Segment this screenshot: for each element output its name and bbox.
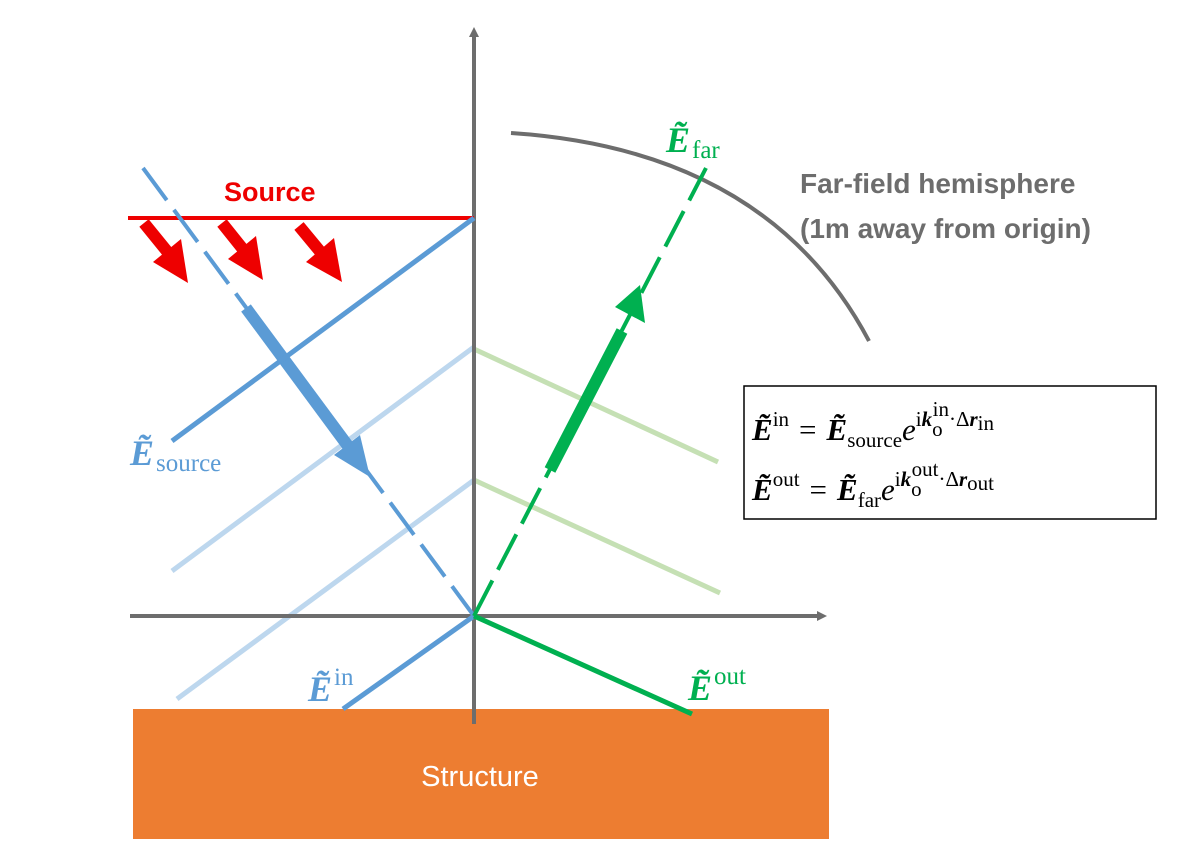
source-label: Source: [224, 177, 316, 207]
e-source-symbol: Ẽsource: [129, 433, 221, 477]
outgoing-arrowhead-icon: [615, 285, 645, 323]
source-arrow-icon: [217, 219, 263, 280]
outgoing-propagation-line: [472, 167, 708, 617]
structure-label: Structure: [421, 761, 539, 793]
e-far-symbol: Ẽfar: [665, 120, 720, 164]
incident-field-line: [341, 613, 476, 712]
incident-wavefront-faded: [170, 344, 476, 574]
equation-in: Ẽin=Ẽsourceeikoin·Δrin: [751, 397, 994, 452]
outgoing-direction-arrow: [544, 328, 628, 473]
equation-box: [743, 385, 1157, 520]
e-out-symbol: Ẽout: [687, 663, 746, 708]
far-field-label-line2: (1m away from origin): [800, 213, 1091, 244]
far-field-label-line1: Far-field hemisphere: [800, 168, 1075, 199]
incident-wavefront: [170, 215, 476, 444]
outgoing-wavefront-faded: [472, 477, 722, 596]
outgoing-wavefront-faded: [472, 346, 720, 465]
source-arrow-icon: [294, 222, 342, 282]
outgoing-field-line: [472, 613, 694, 717]
e-in-symbol: Ẽin: [307, 664, 354, 709]
incident-wavefront-faded: [175, 477, 476, 702]
incident-arrowhead-icon: [334, 435, 370, 477]
incident-direction-arrow: [241, 304, 353, 450]
structure-block: [133, 709, 829, 839]
far-field-arc: [510, 131, 871, 342]
equation-out: Ẽout=Ẽfareikoout·Δrout: [751, 457, 994, 512]
source-arrow-icon: [139, 219, 188, 283]
